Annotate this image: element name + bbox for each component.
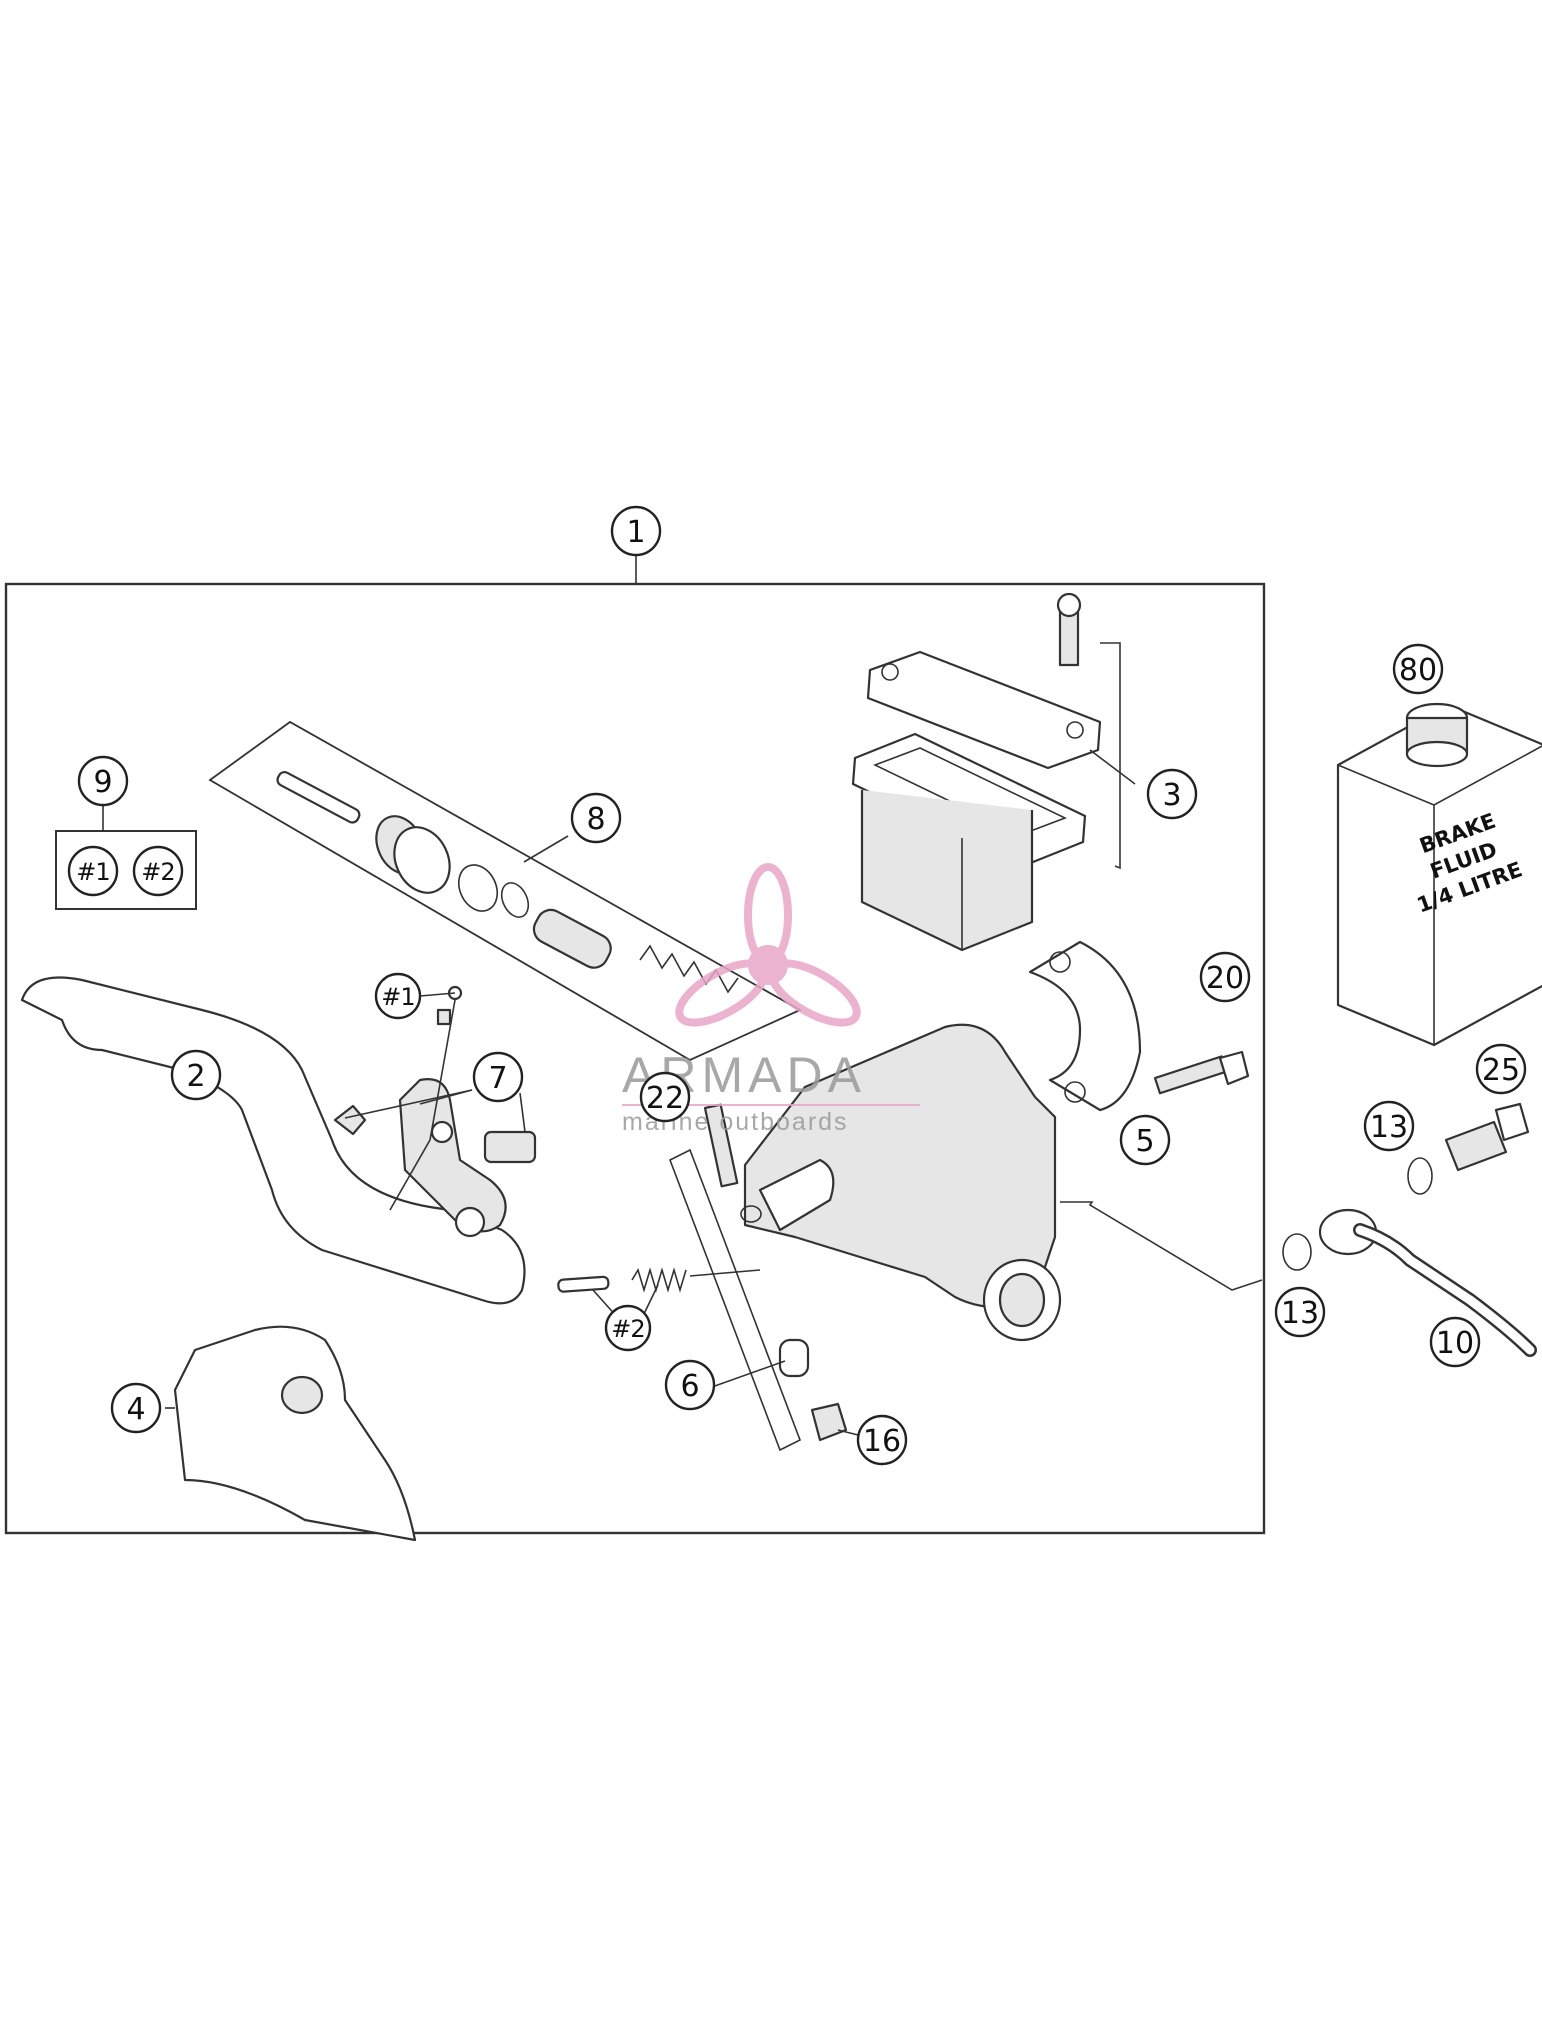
svg-text:4: 4 [126, 1392, 145, 1427]
svg-text:10: 10 [1436, 1326, 1474, 1361]
callout-8: 8 [570, 792, 622, 844]
callout-80: 80 [1392, 643, 1444, 695]
callout-25: 25 [1475, 1043, 1527, 1095]
svg-text:9: 9 [93, 765, 112, 800]
svg-text:7: 7 [488, 1061, 507, 1096]
svg-text:80: 80 [1399, 653, 1437, 688]
callout-13-lower: 13 [1274, 1286, 1326, 1338]
svg-text:16: 16 [863, 1424, 901, 1459]
callout-6: 6 [664, 1359, 716, 1411]
svg-text:2: 2 [186, 1059, 205, 1094]
callout-10: 10 [1429, 1316, 1481, 1368]
svg-text:13: 13 [1281, 1296, 1319, 1331]
svg-text:3: 3 [1162, 778, 1181, 813]
piston-kit-frame [208, 720, 802, 1062]
svg-text:#1: #1 [76, 858, 109, 886]
svg-text:#2: #2 [141, 858, 174, 886]
svg-text:6: 6 [680, 1369, 699, 1404]
clamp-part [1028, 940, 1142, 1112]
callout-ref-1: #1 [374, 972, 422, 1020]
callout-5: 5 [1119, 1114, 1171, 1166]
lever-adjuster [333, 985, 537, 1238]
callout-13-upper: 13 [1363, 1100, 1415, 1152]
callout-20: 20 [1199, 951, 1251, 1003]
callout-ref-2: #2 [604, 1304, 652, 1352]
svg-text:1: 1 [626, 515, 645, 550]
bolt-22 [703, 1103, 739, 1188]
assembly-frame [4, 582, 1266, 1535]
svg-text:20: 20 [1206, 961, 1244, 996]
callout-3: 3 [1146, 768, 1198, 820]
adjuster-pin-spring [557, 1267, 761, 1319]
reservoir-assembly [851, 592, 1136, 952]
bolt-20 [1153, 1050, 1250, 1095]
svg-text:22: 22 [646, 1081, 684, 1116]
callout-4: 4 [110, 1382, 162, 1434]
kit-box [55, 830, 197, 910]
svg-text:#2: #2 [611, 1315, 644, 1343]
callout-kit-2: #2 [132, 845, 184, 897]
svg-text:13: 13 [1370, 1110, 1408, 1145]
piston-kit-parts [276, 771, 739, 994]
callout-7: 7 [472, 1051, 524, 1103]
svg-text:25: 25 [1482, 1053, 1520, 1088]
svg-text:5: 5 [1135, 1124, 1154, 1159]
brake-line-assembly [1060, 1102, 1537, 1357]
callout-9: 9 [77, 755, 129, 807]
brake-fluid-bottle: BRAKE FLUID 1/4 LITRE [1336, 702, 1542, 1047]
hand-guard-part [173, 1325, 417, 1542]
callout-2: 2 [170, 1049, 222, 1101]
svg-text:#1: #1 [381, 983, 414, 1011]
callout-1: 1 [610, 505, 662, 557]
callout-22: 22 [639, 1071, 691, 1123]
callout-16: 16 [856, 1414, 908, 1466]
callout-kit-1: #1 [67, 845, 119, 897]
master-cylinder-body [740, 1023, 1062, 1342]
svg-text:8: 8 [586, 802, 605, 837]
